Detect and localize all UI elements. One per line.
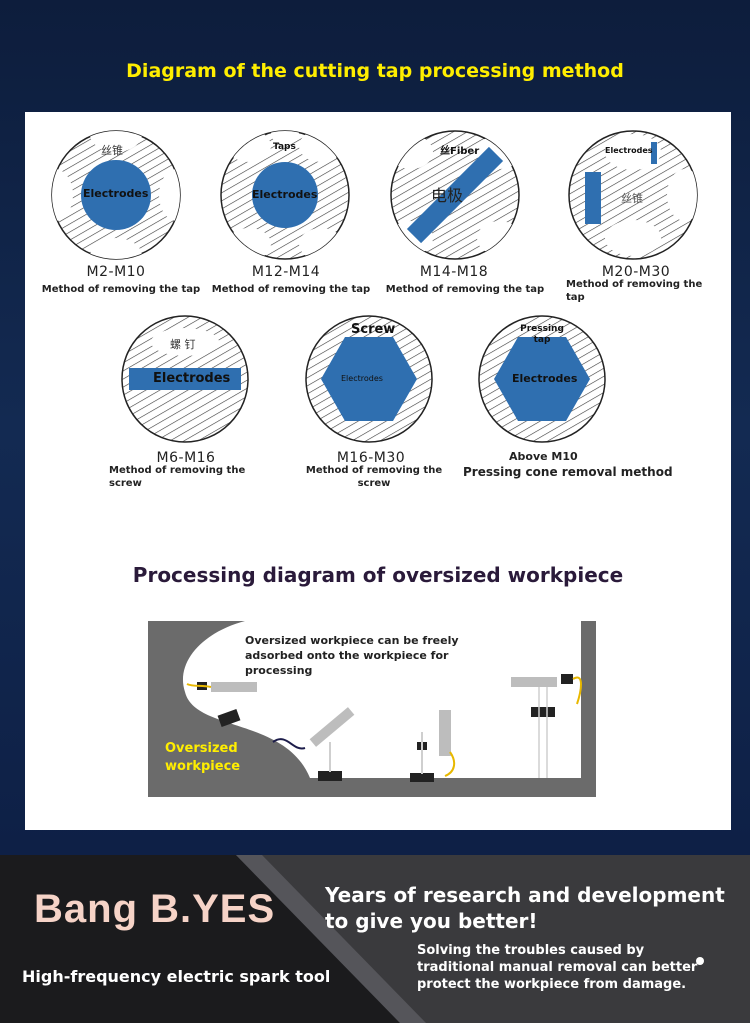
footer-banner: Bang B.YES High-frequency electric spark… <box>0 855 750 1023</box>
diagram-m2-m10 <box>51 130 181 260</box>
diagram-label: Screw <box>351 322 396 337</box>
method-label: Method of removing the tap <box>566 279 703 303</box>
electrode-label: Electrodes <box>83 187 149 200</box>
electrode-label: Electrodes <box>341 374 383 383</box>
method-label: Method of removing the tap <box>41 284 201 295</box>
electrode-shape <box>81 160 151 230</box>
electrode-shape <box>585 172 601 224</box>
diagram-label: Pressing tap <box>520 324 564 345</box>
method-label: Method of removing the screw <box>109 465 246 489</box>
oversized-section-title: Processing diagram of oversized workpiec… <box>132 563 624 587</box>
method-label: Method of removing the tap <box>211 284 371 295</box>
oversized-workpiece-shape <box>148 621 310 778</box>
diagrams-canvas <box>51 130 698 797</box>
diagram-label: 螺 钉 <box>170 338 196 351</box>
size-label: M6-M16 <box>156 450 216 466</box>
electrode-shape <box>494 337 590 421</box>
method-label: Method of removing the tap <box>385 284 545 295</box>
brand-name: Bang B.YES <box>34 887 276 931</box>
diagram-m12-m14 <box>220 130 350 260</box>
size-label: M20-M30 <box>601 264 671 280</box>
electrode-label: 丝锥 <box>621 192 643 205</box>
oversized-note: Oversized workpiece can be freely adsorb… <box>245 634 459 677</box>
page-title: Diagram of the cutting tap processing me… <box>126 60 624 82</box>
electrode-label: Electrodes <box>512 372 578 385</box>
diagram-m16-m30 <box>305 315 433 443</box>
size-label: M14-M18 <box>419 264 489 280</box>
oversized-workpiece-label: Oversized workpiece <box>165 741 241 774</box>
oversized-workpiece-scene <box>148 621 596 797</box>
content-panel: 丝锥 Electrodes M2-M10 Method of removing … <box>25 112 731 830</box>
footer-bg-shape <box>236 855 750 1023</box>
electrode-shape <box>129 368 241 390</box>
diagram-label: 丝锥 <box>101 144 123 157</box>
diagram-m20-m30 <box>568 130 698 260</box>
brand-subtitle: High-frequency electric spark tool <box>22 967 331 986</box>
electrode-shape <box>321 337 417 421</box>
size-label: M16-M30 <box>336 450 406 466</box>
electrode-shape <box>252 162 318 228</box>
electrode-label: Electrodes <box>252 188 318 201</box>
slogan: Years of research and development to giv… <box>325 883 725 933</box>
diagram-above-m10 <box>478 315 606 443</box>
method-label: Pressing cone removal method <box>463 465 673 479</box>
decorative-dot <box>696 957 704 965</box>
size-label: Above M10 <box>509 450 578 463</box>
electrode-label: Electrodes <box>153 371 231 386</box>
size-label: M12-M14 <box>251 264 321 280</box>
size-label: M2-M10 <box>86 264 146 280</box>
diagram-m6-m16 <box>121 315 249 443</box>
electrode-shape <box>406 146 504 244</box>
diagram-label: Electrodes <box>605 146 653 155</box>
method-label: Method of removing the screw <box>305 465 443 489</box>
diagram-label: 丝Fiber <box>440 146 480 157</box>
electrode-label: 电极 <box>431 186 464 205</box>
diagram-label: Taps <box>273 142 296 152</box>
description: Solving the troubles caused by tradition… <box>417 943 698 992</box>
